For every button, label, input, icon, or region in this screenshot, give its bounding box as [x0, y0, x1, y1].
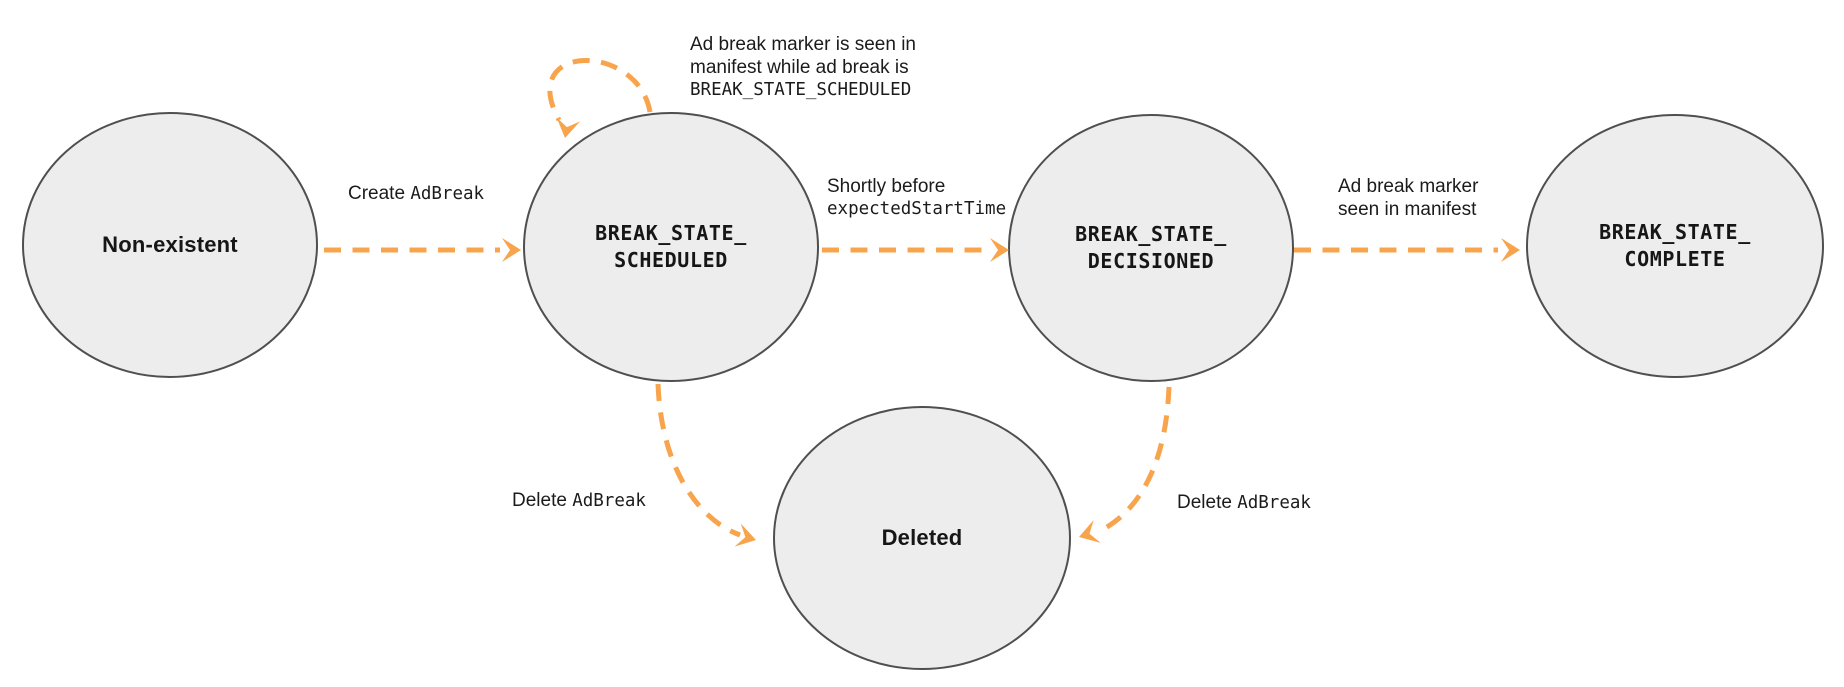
node-label-line: BREAK_STATE_	[1599, 220, 1751, 244]
arrowhead-marker-seen	[1501, 238, 1520, 262]
edge-delete-from-scheduled-line	[655, 383, 741, 538]
arrowhead-delete-from-decisioned	[1079, 519, 1101, 543]
edge-self-loop-line	[547, 58, 653, 122]
edge-label-text: manifest while ad break is	[690, 57, 909, 78]
node-circle-non-existent	[22, 112, 318, 378]
edge-label-text: Delete	[1177, 492, 1238, 513]
node-label-line: COMPLETE	[1624, 247, 1726, 271]
edge-label-marker-seen: Ad break marker seen in manifest	[1338, 175, 1478, 221]
edge-label-text: Shortly before	[827, 176, 946, 197]
node-label-break-state-scheduled: BREAK_STATE_ SCHEDULED	[595, 220, 747, 274]
node-label-line: BREAK_STATE_	[595, 221, 747, 245]
edge-label-code: AdBreak	[572, 491, 646, 511]
edge-label-create-adbreak: Create AdBreak	[348, 182, 484, 206]
edge-label-code: expectedStartTime	[827, 199, 1007, 219]
edge-label-text: Ad break marker is seen in	[690, 34, 916, 55]
edge-delete-from-decisioned-line	[1096, 386, 1172, 535]
arrowhead-shortly-before	[990, 238, 1009, 262]
node-circle-break-state-complete	[1526, 114, 1824, 378]
edge-label-code: AdBreak	[410, 184, 485, 204]
edge-label-text: Ad break marker	[1338, 176, 1479, 197]
node-label-break-state-complete: BREAK_STATE_ COMPLETE	[1599, 219, 1751, 273]
edge-label-text: Create	[348, 183, 411, 204]
node-label-non-existent: Non-existent	[102, 232, 238, 257]
arrowhead-self-loop	[556, 117, 581, 138]
node-label-line: BREAK_STATE_	[1075, 222, 1227, 246]
node-label-break-state-decisioned: BREAK_STATE_ DECISIONED	[1075, 221, 1227, 275]
edge-label-code: AdBreak	[1237, 493, 1311, 513]
node-label-line: SCHEDULED	[614, 248, 728, 272]
edge-label-code: BREAK_STATE_SCHEDULED	[690, 80, 912, 100]
edge-label-text: Delete	[512, 490, 573, 511]
arrowhead-create-adbreak	[502, 238, 521, 262]
node-label-line: DECISIONED	[1087, 249, 1215, 273]
node-label-deleted: Deleted	[881, 525, 963, 550]
edge-label-shortly-before: Shortly before expectedStartTime	[827, 175, 1006, 221]
node-circle-break-state-decisioned	[1008, 114, 1294, 382]
node-circle-break-state-scheduled	[523, 112, 819, 382]
edge-label-self-loop: Ad break marker is seen in manifest whil…	[690, 33, 916, 102]
edge-label-delete-from-scheduled: Delete AdBreak	[512, 489, 646, 513]
edge-label-delete-from-decisioned: Delete AdBreak	[1177, 491, 1311, 515]
node-circle-deleted	[773, 406, 1071, 670]
arrowhead-delete-from-scheduled	[734, 523, 756, 547]
edge-label-text: seen in manifest	[1338, 199, 1477, 220]
